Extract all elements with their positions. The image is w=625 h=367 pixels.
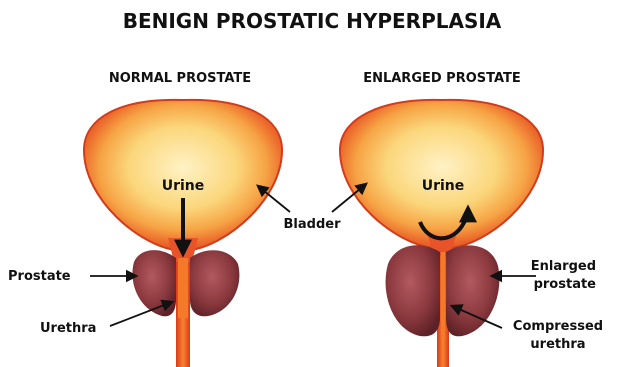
bladder-label: Bladder	[284, 217, 342, 232]
enlarged-prostate-left-lobe	[386, 245, 440, 336]
normal-prostate-illustration: Urine	[84, 100, 282, 367]
urethra-label: Urethra	[40, 321, 96, 336]
normal-urethra-through-prostate	[178, 258, 188, 318]
normal-prostate-left-lobe	[132, 250, 176, 316]
normal-heading: NORMAL PROSTATE	[109, 71, 251, 86]
normal-prostate-right-lobe	[190, 250, 239, 316]
prostate-label: Prostate	[8, 269, 71, 284]
compressed-urethra-label-line2: urethra	[530, 337, 585, 352]
enlarged-prostate-label-line2: prostate	[534, 277, 597, 292]
compressed-urethra-label-line1: Compressed	[513, 319, 603, 334]
enlarged-compressed-urethra	[441, 252, 445, 340]
enlarged-heading: ENLARGED PROSTATE	[363, 71, 521, 86]
normal-urine-label: Urine	[162, 178, 205, 194]
enlarged-urine-label: Urine	[422, 178, 465, 194]
page-title: BENIGN PROSTATIC HYPERPLASIA	[123, 9, 502, 33]
enlarged-prostate-label-line1: Enlarged	[531, 259, 596, 274]
enlarged-bladder	[340, 100, 543, 248]
